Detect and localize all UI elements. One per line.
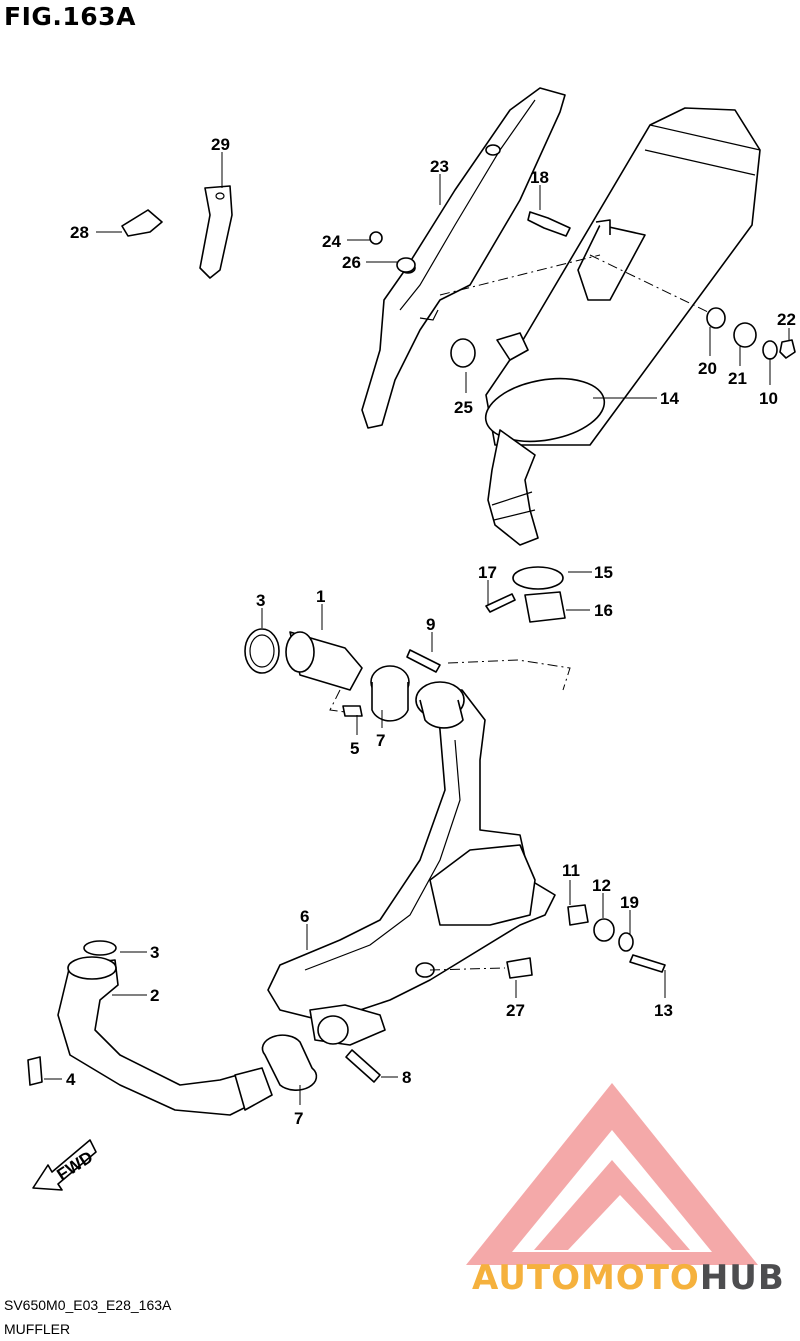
callout-11: 11: [562, 861, 580, 880]
callout-2: 2: [150, 986, 159, 1005]
callout-4: 4: [66, 1070, 76, 1089]
callout-7: 7: [294, 1109, 303, 1128]
leader-lines: [44, 152, 790, 1105]
callout-16: 16: [594, 601, 613, 620]
figure-caption: MUFFLER: [4, 1321, 71, 1337]
callout-20: 20: [698, 359, 717, 378]
callouts: 1 2 3 3 4 5 6 7 7 8 9 10 11 12 13 14 15 …: [66, 135, 796, 1128]
callout-8: 8: [402, 1068, 411, 1087]
callout-15: 15: [594, 563, 613, 582]
callout-7: 7: [376, 731, 385, 750]
muffler-body: [484, 107, 761, 546]
small-parts: [27, 185, 796, 1086]
callout-28: 28: [70, 223, 89, 242]
callout-19: 19: [620, 893, 639, 912]
callout-13: 13: [654, 1001, 673, 1020]
callout-3: 3: [256, 591, 265, 610]
callout-5: 5: [350, 739, 359, 758]
exhaust-pipe-assembly: [267, 681, 556, 1046]
figure-code: SV650M0_E03_E28_163A: [4, 1297, 172, 1313]
callout-26: 26: [342, 253, 361, 272]
callout-23: 23: [430, 157, 449, 176]
callout-9: 9: [426, 615, 435, 634]
callout-24: 24: [322, 232, 341, 251]
exhaust-joint: [244, 628, 410, 722]
callout-12: 12: [592, 876, 611, 895]
fwd-arrow-icon: FWD: [32, 1139, 97, 1191]
callout-27: 27: [506, 1001, 525, 1020]
callout-18: 18: [530, 168, 549, 187]
callout-22: 22: [777, 310, 796, 329]
callout-14: 14: [660, 389, 679, 408]
callout-29: 29: [211, 135, 230, 154]
watermark-text: AUTOMOTOHUB: [472, 1258, 785, 1298]
callout-25: 25: [454, 398, 473, 417]
figure-title: FIG.163A: [4, 2, 136, 31]
callout-17: 17: [478, 563, 497, 582]
watermark-logo: [466, 1083, 758, 1265]
callout-21: 21: [728, 369, 747, 388]
callout-10: 10: [759, 389, 778, 408]
callout-1: 1: [316, 587, 325, 606]
front-pipe: [57, 940, 318, 1116]
callout-6: 6: [300, 907, 309, 926]
callout-3: 3: [150, 943, 159, 962]
